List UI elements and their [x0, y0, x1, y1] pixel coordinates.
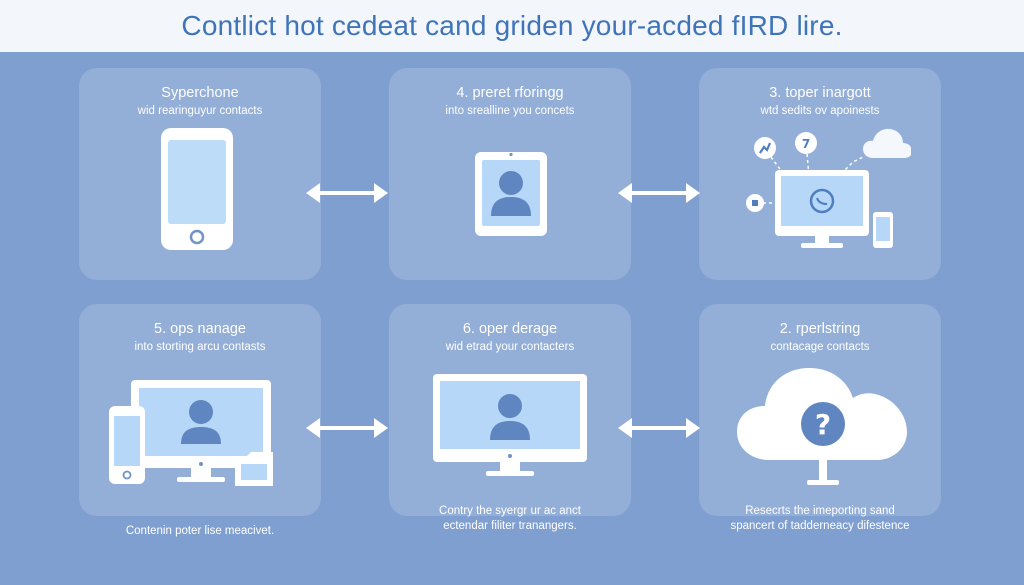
arrow-4-5-icon	[306, 418, 388, 438]
card-subtitle: wtd sedits ov apoinests	[760, 105, 880, 117]
card-subtitle: into storting arcu contasts	[134, 341, 266, 353]
page-title: Contlict hot cedeat cand griden your-acd…	[181, 10, 843, 41]
card-3: 3. toper inargott wtd sedits ov apoinest…	[699, 68, 941, 280]
arrow-2-3-icon	[618, 183, 700, 203]
card-subtitle: wid rearinguyur contacts	[137, 105, 263, 117]
card-2: 4. preret rforingg into srealline you co…	[389, 68, 631, 280]
devices-user-icon	[107, 378, 279, 490]
card-caption: Contenin poter lise meacivet.	[125, 525, 275, 537]
card-6: 2. rperlstring contacage contacts ? Rese…	[699, 304, 941, 532]
card-subtitle: contacage contacts	[770, 341, 870, 353]
card-1: Syperchone wid rearinguyur contacts	[79, 68, 321, 280]
card-title: 6. oper derage	[462, 321, 558, 337]
card-caption: Resecrts the imeporting sand spancert of…	[730, 505, 910, 532]
arrow-5-6-icon	[618, 418, 700, 438]
card-title: 5. ops nanage	[154, 321, 246, 337]
card-subtitle: into srealline you concets	[445, 105, 575, 117]
smartphone-icon	[157, 124, 237, 254]
svg-text:?: ?	[815, 408, 831, 441]
card-title: 3. toper inargott	[769, 85, 871, 101]
tablet-user-icon	[473, 150, 549, 238]
card-caption: Contry the syergr ur ac anct ectendar fi…	[439, 505, 581, 532]
card-title: Syperchone	[161, 85, 239, 101]
card-title: 4. preret rforingg	[456, 85, 564, 101]
card-4: 5. ops nanage into storting arcu contast…	[79, 304, 321, 537]
header-bar: Contlict hot cedeat cand griden your-acd…	[0, 0, 1024, 52]
cloud-question-icon: ?	[735, 356, 911, 496]
card-5: 6. oper derage wid etrad your contacters…	[389, 304, 631, 532]
desktop-cloud-sync-icon: 7	[741, 124, 911, 254]
svg-text:7: 7	[802, 137, 810, 151]
monitor-user-icon	[431, 372, 589, 480]
card-title: 2. rperlstring	[779, 321, 861, 337]
card-subtitle: wid etrad your contacters	[445, 341, 575, 353]
arrow-1-2-icon	[306, 183, 388, 203]
